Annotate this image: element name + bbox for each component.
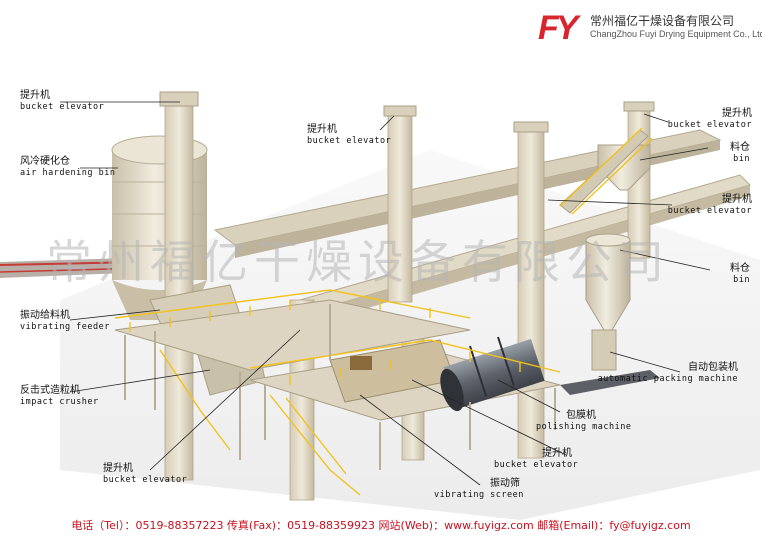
main-platform [114, 299, 471, 371]
label-bucket-elevator-bottom-left: 提升机 bucket elevator [103, 463, 188, 485]
label-vibrating-screen: 振动筛 vibrating screen [434, 478, 524, 500]
company-name-en: ChangZhou Fuyi Drying Equipment Co., Ltd [590, 29, 762, 39]
company-header: FY 常州福亿干燥设备有限公司 ChangZhou Fuyi Drying Eq… [538, 9, 762, 47]
label-bucket-elevator-bottom-center: 提升机 bucket elevator [494, 448, 579, 470]
label-air-hardening-bin: 风冷硬化仓 air hardening bin [20, 156, 116, 178]
label-bucket-elevator-top-right: 提升机 bucket elevator [667, 108, 752, 130]
bin-top-right [597, 144, 651, 191]
packing-machine [591, 329, 617, 371]
label-automatic-packing-machine: 自动包装机 automatic packing machine [597, 362, 738, 384]
elevator-column-3 [517, 127, 545, 459]
safety-railings [114, 127, 653, 496]
label-bucket-elevator-center: 提升机 bucket elevator [307, 124, 392, 146]
label-bucket-elevator-top-left: 提升机 bucket elevator [20, 90, 105, 112]
contact-footer: 电话（Tel）：0519-88357223 传真(Fax)：0519-88359… [71, 519, 691, 532]
label-impact-crusher: 反击式造粒机 impact crusher [20, 385, 99, 407]
label-bin-top: 料仓 bin [730, 142, 750, 164]
label-polishing-machine: 包膜机 polishing machine [536, 410, 632, 432]
leader-lines [60, 101, 711, 486]
label-bucket-elevator-right: 提升机 bucket elevator [667, 194, 752, 216]
polishing-drum [440, 336, 545, 412]
label-vibrating-feeder: 振动给料机 vibrating feeder [20, 310, 110, 332]
support-legs [124, 304, 556, 470]
company-name-cn: 常州福亿干燥设备有限公司 [590, 14, 735, 28]
elevator-column-2 [387, 111, 413, 303]
elevator-column-1 [164, 99, 194, 481]
label-bin-middle: 料仓 bin [730, 263, 750, 285]
company-logo: FY [538, 9, 578, 47]
